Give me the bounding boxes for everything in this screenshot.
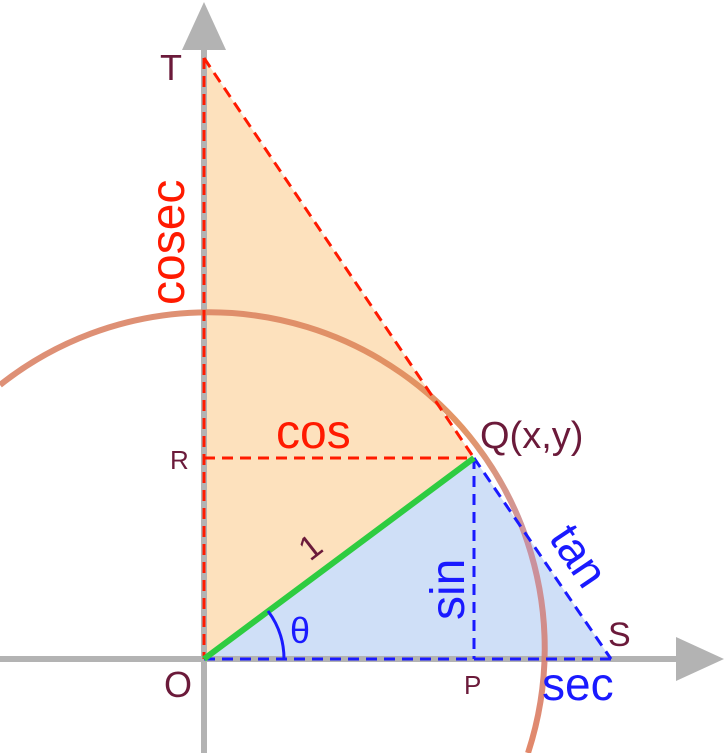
sin-label: sin xyxy=(422,559,475,620)
upper-triangle-fill xyxy=(204,58,474,659)
point-label-p: P xyxy=(464,670,481,700)
radius-line xyxy=(202,455,476,662)
x-axis-arrowhead xyxy=(676,637,724,681)
lower-triangle-fill xyxy=(204,458,611,659)
theta-label: θ xyxy=(290,610,310,651)
point-label-r: R xyxy=(170,445,189,475)
tq-dashed-line xyxy=(202,57,476,459)
tan-dashed-line xyxy=(472,457,613,660)
y-axis-arrowhead xyxy=(182,2,226,50)
cos-label: cos xyxy=(276,406,351,459)
unit-circle-arc xyxy=(0,309,548,753)
theta-angle-arc xyxy=(266,610,286,660)
point-label-o: O xyxy=(164,664,192,705)
cosec-label: cosec xyxy=(142,180,195,305)
point-label-t: T xyxy=(160,47,182,88)
sec-label: sec xyxy=(542,658,614,710)
point-label-q: Q(x,y) xyxy=(480,415,583,457)
point-label-s: S xyxy=(608,616,631,654)
